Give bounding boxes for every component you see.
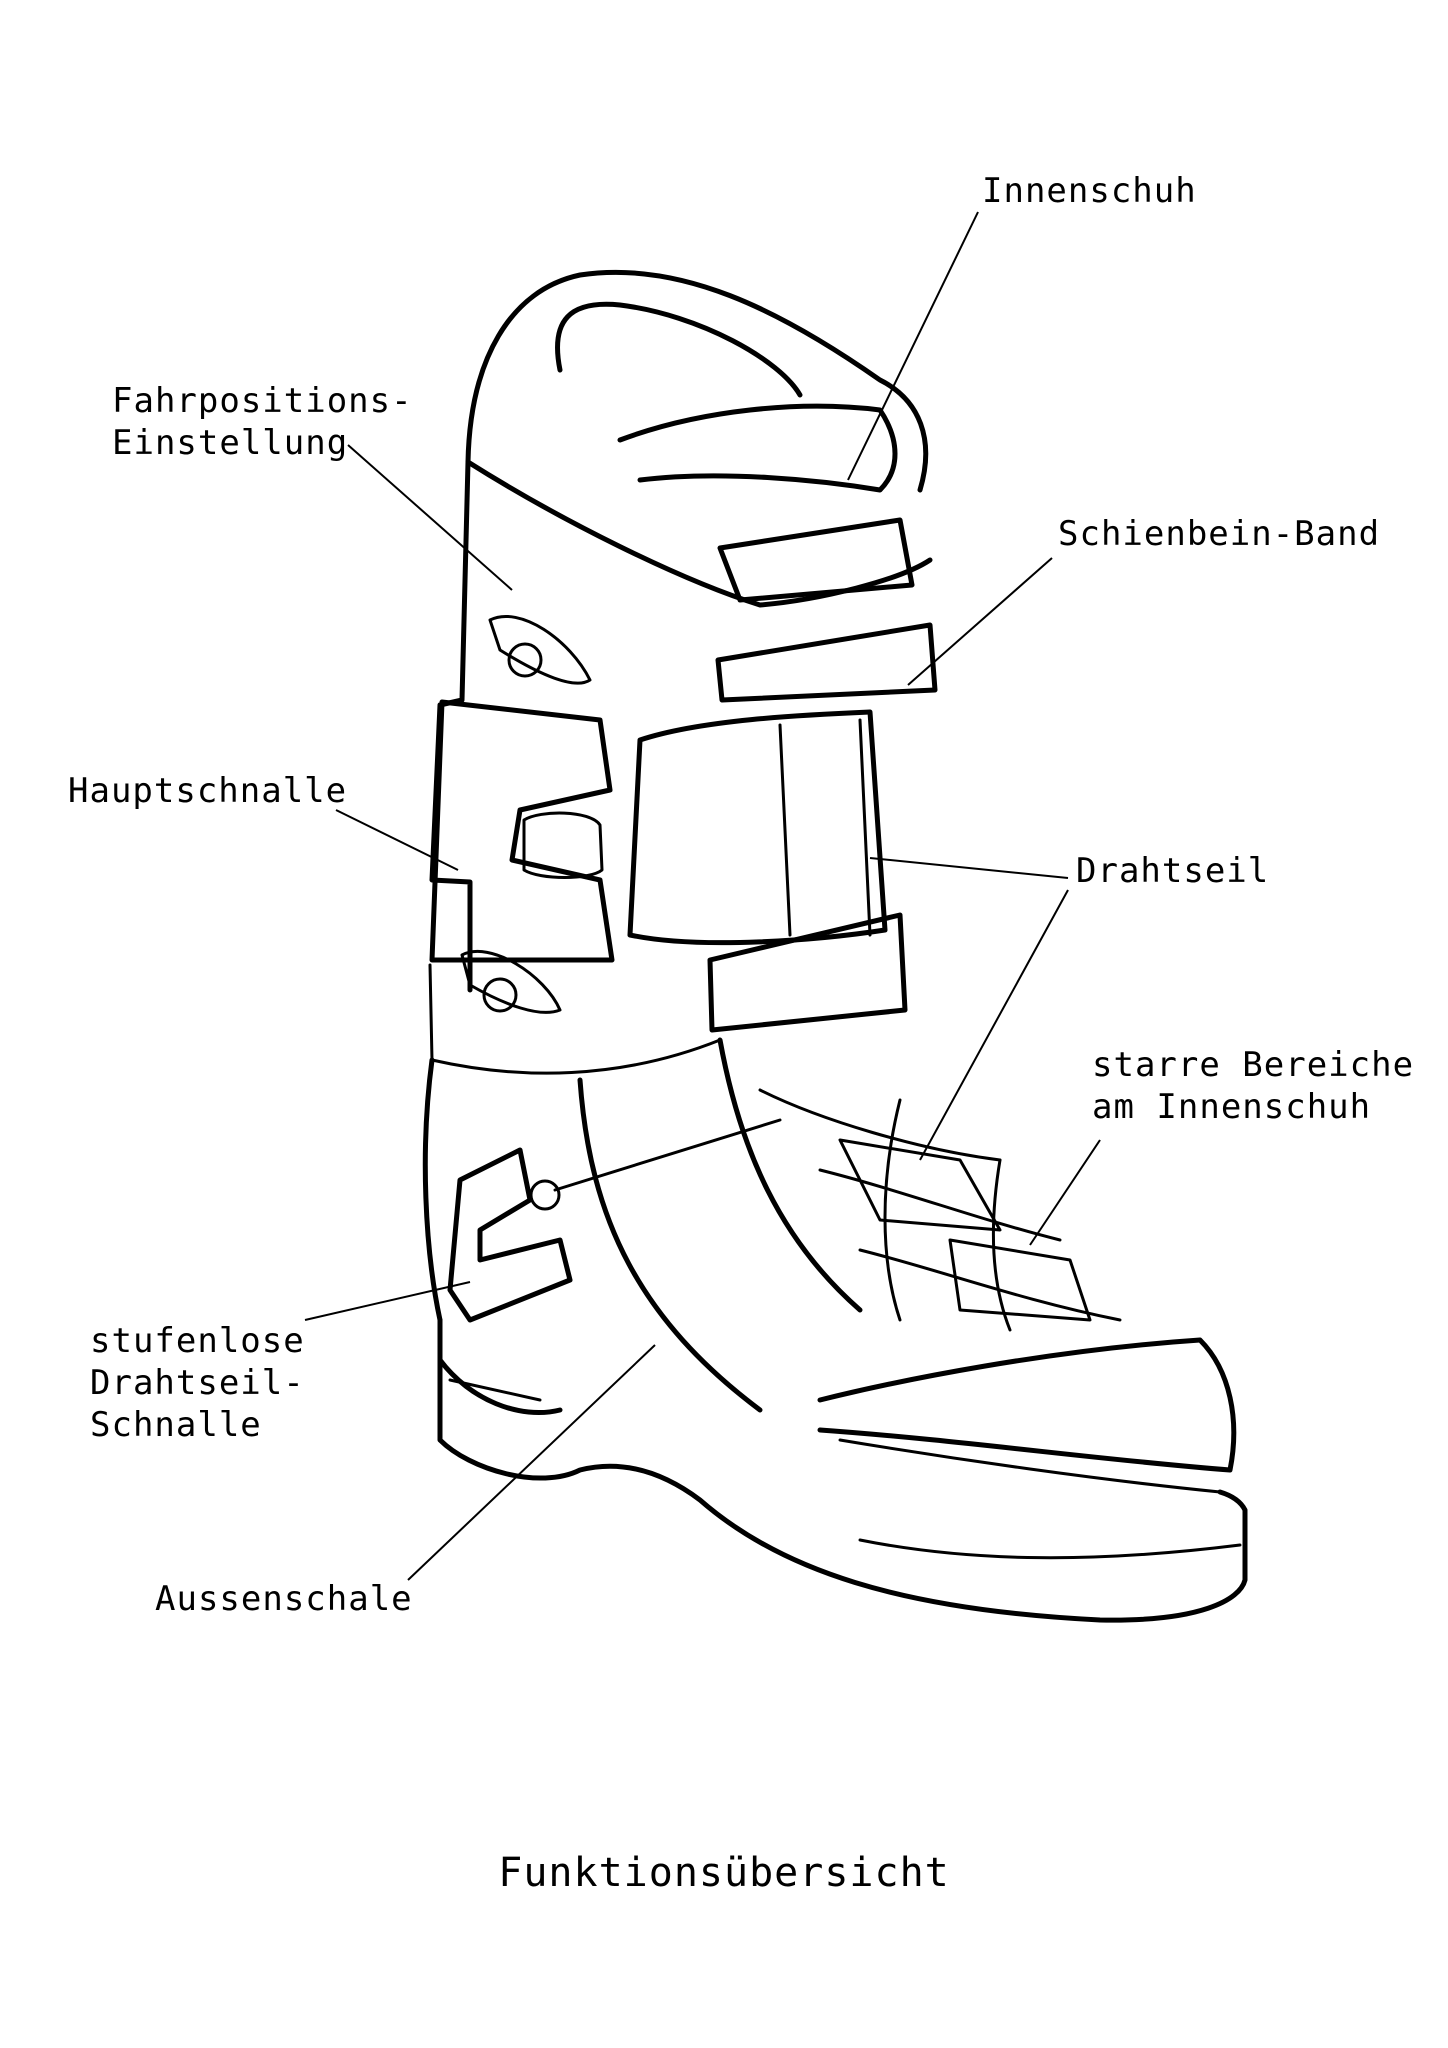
label-starre-line1: starre Bereiche — [1092, 1045, 1415, 1085]
label-fahrpositions-einstellung: Fahrpositions- Einstellung — [112, 380, 413, 464]
label-hauptschnalle-text: Hauptschnalle — [68, 771, 348, 811]
label-schienbein-band-text: Schienbein-Band — [1058, 514, 1381, 554]
label-stufenlose-line2: Drahtseil- — [90, 1363, 305, 1403]
leader-starre-bereiche — [1029, 1139, 1101, 1246]
label-stufenlose-line1: stufenlose — [90, 1321, 305, 1361]
label-starre-bereiche: starre Bereiche am Innenschuh — [1092, 1044, 1414, 1128]
label-aussenschale-text: Aussenschale — [155, 1579, 413, 1619]
label-fahrposition-line2: Einstellung — [112, 423, 349, 463]
leader-hauptschnalle — [335, 809, 459, 871]
leader-fahrposition — [347, 444, 513, 591]
leader-lines — [304, 211, 1101, 1581]
label-starre-line2: am Innenschuh — [1092, 1087, 1372, 1127]
leader-aussenschale — [407, 1344, 656, 1581]
diagram-caption: Funktionsübersicht — [498, 1850, 950, 1896]
leader-stufenlose-schnalle — [304, 1281, 471, 1321]
label-stufenlose-drahtseil-schnalle: stufenlose Drahtseil- Schnalle — [90, 1320, 305, 1446]
label-drahtseil: Drahtseil — [1076, 850, 1269, 892]
ski-boot-illustration — [422, 269, 1248, 1623]
label-schienbein-band: Schienbein-Band — [1058, 513, 1380, 555]
label-fahrposition-line1: Fahrpositions- — [112, 381, 413, 421]
label-hauptschnalle: Hauptschnalle — [68, 770, 347, 812]
label-drahtseil-text: Drahtseil — [1076, 851, 1270, 891]
label-aussenschale: Aussenschale — [155, 1578, 413, 1620]
label-stufenlose-line3: Schnalle — [90, 1405, 262, 1445]
leader-innenschuh — [847, 211, 979, 481]
leader-drahtseil-2 — [919, 889, 1069, 1161]
label-innenschuh-text: Innenschuh — [982, 171, 1197, 211]
leader-schienbein-band — [907, 557, 1053, 686]
label-innenschuh: Innenschuh — [982, 170, 1197, 212]
leader-drahtseil-1 — [869, 857, 1069, 879]
